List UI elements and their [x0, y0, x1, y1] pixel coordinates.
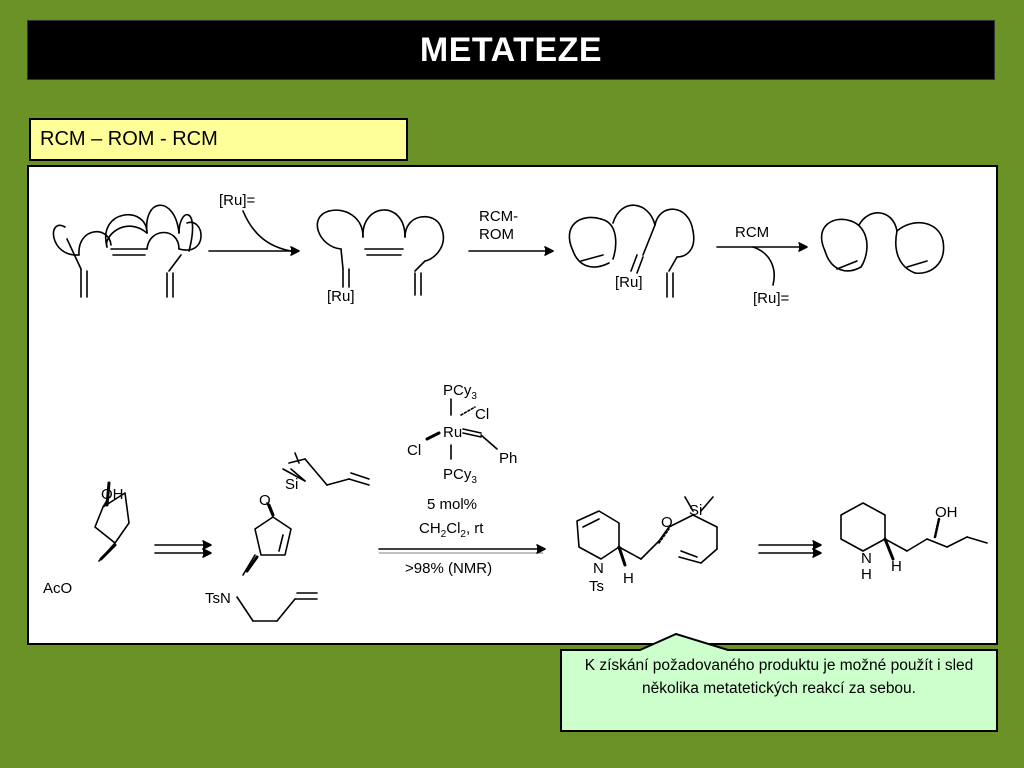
cat-cl-2: Cl: [407, 442, 421, 459]
slide-title: METATEZE: [419, 30, 603, 69]
sm-oh: OH: [101, 486, 124, 503]
mol-product-top: [820, 212, 945, 274]
prod-ts: Ts: [589, 578, 604, 595]
final-n: N: [861, 550, 872, 567]
grubbs-catalyst: [425, 398, 498, 460]
mol-ru-alkylidene: [316, 209, 445, 296]
int-si: Si: [285, 476, 298, 493]
final-nh: H: [861, 566, 872, 583]
callout-shape: [560, 632, 998, 732]
subtitle-text: RCM – ROM - RCM: [40, 128, 218, 150]
mol-intermediate-diene: [236, 452, 370, 622]
cat-pcy3-top: PCy3: [443, 382, 477, 402]
callout-note: K získání požadovaného produktu je možné…: [560, 632, 998, 732]
prod-n: N: [593, 560, 604, 577]
subtitle-box: RCM – ROM - RCM: [29, 118, 408, 161]
arrow2-label-1: RCM-: [479, 208, 518, 225]
mol-final-piperidine: [840, 502, 988, 552]
int-o: O: [259, 492, 271, 509]
title-bar: METATEZE: [27, 20, 995, 80]
sm-aco: AcO: [43, 580, 72, 597]
scheme-drawing: [Ru]= [Ru] RCM- ROM [Ru] RCM [Ru]= OH Ac…: [43, 192, 988, 622]
cond-yield: >98% (NMR): [405, 560, 492, 577]
ru-label-1: [Ru]: [327, 288, 355, 305]
callout-text: K získání požadovaného produktu je možné…: [584, 657, 974, 697]
final-h: H: [891, 558, 902, 575]
cond-loading: 5 mol%: [427, 496, 477, 513]
cat-cl-1: Cl: [475, 406, 489, 423]
cond-solvent: CH2Cl2, rt: [419, 520, 484, 540]
ru-reagent-2: [Ru]=: [753, 290, 790, 307]
prod-o: O: [661, 514, 673, 531]
final-oh: OH: [935, 504, 958, 521]
cat-pcy3-bot: PCy3: [443, 466, 477, 486]
arrow3-label: RCM: [735, 224, 769, 241]
cat-ph: Ph: [499, 450, 517, 467]
arrow2-label-2: ROM: [479, 226, 514, 243]
prod-h: H: [623, 570, 634, 587]
cat-ru: Ru: [443, 424, 462, 441]
int-tsn: TsN: [205, 590, 231, 607]
ru-reagent-1: [Ru]=: [219, 192, 256, 209]
mol-rcm-rom-intermediate: [568, 204, 695, 298]
mol-cyclopentane: [94, 492, 130, 562]
prod-si: Si: [689, 502, 702, 519]
ru-label-2: [Ru]: [615, 274, 643, 291]
reaction-scheme: [Ru]= [Ru] RCM- ROM [Ru] RCM [Ru]= OH Ac…: [27, 165, 998, 645]
mol-triene: [52, 204, 202, 298]
